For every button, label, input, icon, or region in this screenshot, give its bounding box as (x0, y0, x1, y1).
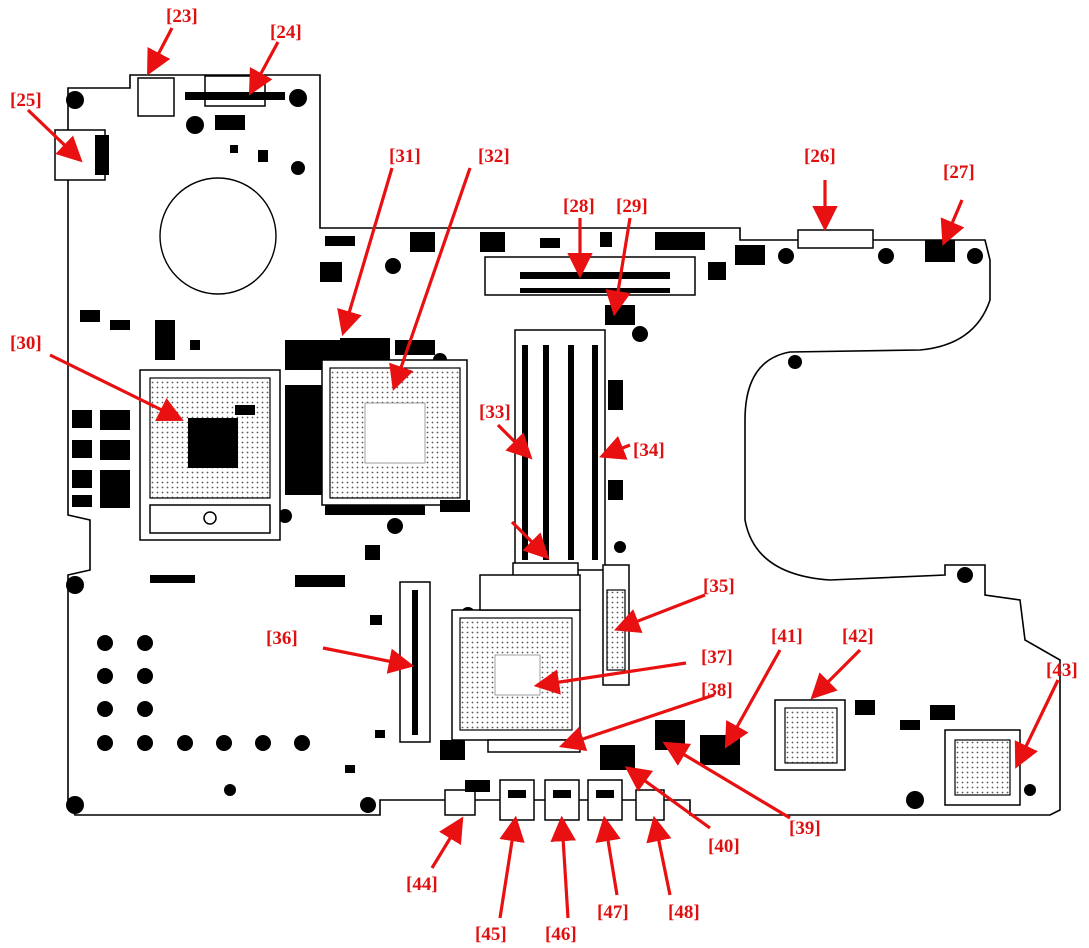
callout-labels: [23] [24] [25] [26] [27] [28] [29] [30] … (10, 6, 1078, 945)
label-29: [29] (616, 196, 648, 217)
vrm-components (72, 310, 345, 508)
mounting-holes (66, 89, 1036, 814)
label-37: [37] (701, 647, 733, 668)
label-42: [42] (842, 626, 874, 647)
label-35: [35] (703, 576, 735, 597)
fan-hole (159, 177, 277, 295)
pad-array (97, 635, 310, 751)
label-46: [46] (545, 924, 577, 945)
small-components (150, 380, 623, 792)
top-left-connectors (54, 75, 285, 181)
label-23: [23] (166, 6, 198, 27)
callout-arrows (26, 27, 1060, 919)
label-27: [27] (943, 162, 975, 183)
label-38: [38] (701, 680, 733, 701)
label-41: [41] (771, 626, 803, 647)
label-36: [36] (266, 628, 298, 649)
gpu-chip (321, 338, 468, 515)
label-39: [39] (789, 818, 821, 839)
label-26: [26] (804, 146, 836, 167)
label-28: [28] (563, 196, 595, 217)
controller-chips (600, 699, 1021, 806)
label-32: [32] (478, 146, 510, 167)
bottom-ports (444, 779, 665, 821)
cpu-socket (139, 369, 281, 541)
label-31: [31] (389, 146, 421, 167)
label-47: [47] (597, 902, 629, 923)
label-25: [25] (10, 90, 42, 111)
label-40: [40] (708, 836, 740, 857)
label-45: [45] (475, 924, 507, 945)
label-33: [33] (479, 402, 511, 423)
label-30: [30] (10, 333, 42, 354)
label-24: [24] (270, 22, 302, 43)
label-48: [48] (668, 902, 700, 923)
label-44: [44] (406, 874, 438, 895)
label-43: [43] (1046, 660, 1078, 681)
label-34: [34] (633, 440, 665, 461)
